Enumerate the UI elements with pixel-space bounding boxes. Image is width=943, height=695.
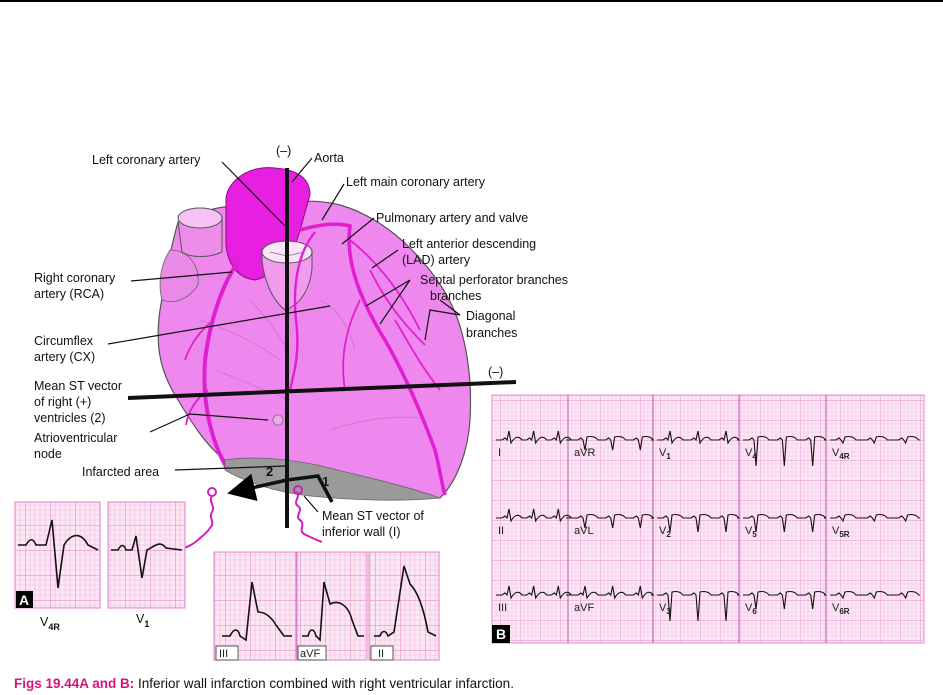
ecg-trace-b-r2c0: [496, 585, 573, 600]
label-mean-st-3: ventricles (2): [34, 411, 106, 425]
st-vector-right: [227, 473, 288, 502]
label-cx-1: Circumflex: [34, 334, 94, 348]
label-diagonal-1: Diagonal: [466, 309, 515, 323]
label-pulmonary: Pulmonary artery and valve: [376, 211, 528, 225]
figure: Left coronary artery (–) Aorta Left main…: [14, 144, 925, 661]
lead-label-b-r0c1: aVR: [574, 447, 595, 459]
label-diagonal-2: branches: [466, 326, 517, 340]
ecg-trace-b-r1c0: [496, 508, 573, 523]
ecg-trace-v4r: [18, 519, 99, 589]
lead-label-b-r2c4: V6R: [832, 602, 850, 616]
ecg-trace-iii: [222, 581, 292, 642]
ecg-trace-b-r1c4: [830, 513, 920, 523]
cx-vessel: [288, 231, 316, 391]
lead-label-b-r1c2: V2: [659, 525, 671, 539]
panel-b-tag: B: [496, 626, 506, 642]
ecg-trace-b-r2c1: [572, 585, 655, 600]
label-rca-1: Right coronary: [34, 271, 116, 285]
lead-label-b-r0c4: V4R: [832, 447, 850, 461]
rca-vessel: [202, 260, 240, 472]
panel-a: A V4R V1 III aVF II: [14, 501, 440, 661]
panel-a-tag-box: [16, 591, 33, 608]
label-lad-1: Left anterior descending: [402, 237, 536, 251]
lead-label-ii: II: [378, 648, 384, 660]
ecg-box-iii: [213, 551, 297, 661]
label-av-2: node: [34, 447, 62, 461]
ecg-trace-b-r0c0: [496, 430, 573, 445]
label-mean-st-1: Mean ST vector: [34, 379, 122, 393]
label-septal-2: branches: [430, 289, 481, 303]
electrode-coil-bottom: [295, 491, 323, 543]
ecg-trace-b-r0c2: [657, 430, 741, 445]
label-inferior-2: inferior wall (I): [322, 525, 401, 539]
ecg-trace-b-r1c2: [657, 513, 741, 533]
label-mean-st-2: of right (+): [34, 395, 91, 409]
lead-label-b-r1c3: V5: [745, 525, 757, 539]
lead-label-b-r1c1: aVL: [574, 525, 594, 537]
label-inferior-1: Mean ST vector of: [322, 509, 424, 523]
label-lad-2: (LAD) artery: [402, 253, 471, 267]
label-av-1: Atrioventricular: [34, 431, 117, 445]
ecg-trace-b-r0c4: [830, 435, 920, 445]
ecg-trace-b-r0c1: [572, 435, 655, 451]
ecg-trace-b-r2c3: [743, 590, 827, 610]
lead-label-b-r1c4: V5R: [832, 525, 850, 539]
anatomy-labels: Left coronary artery (–) Aorta Left main…: [34, 144, 568, 539]
label-vector-2: 2: [266, 464, 273, 479]
top-rule: [0, 0, 943, 2]
label-aorta: Aorta: [314, 151, 344, 165]
label-left-coronary-artery: Left coronary artery: [92, 153, 201, 167]
vector-axes: [127, 168, 517, 528]
ecg-trace-avf: [302, 581, 364, 642]
ecg-trace-b-r1c1: [572, 513, 655, 529]
label-minus-top: (–): [276, 144, 291, 158]
panel-b-dividers: [567, 395, 827, 643]
ecg-trace-b-r2c4: [830, 590, 920, 600]
label-rca-2: artery (RCA): [34, 287, 104, 301]
label-infarcted: Infarcted area: [82, 465, 159, 479]
ecg-box-avf: [296, 551, 368, 661]
lead-label-b-r2c0: III: [498, 602, 507, 614]
caption-text: Inferior wall infarction combined with r…: [134, 676, 514, 691]
lead-label-b-r2c2: V3: [659, 602, 671, 616]
lead-label-b-r2c1: aVF: [574, 602, 594, 614]
label-vector-1: 1: [322, 474, 329, 489]
caption-title: Figs 19.44A and B:: [14, 676, 135, 691]
lead-label-avf: aVF: [300, 648, 320, 660]
lad-vessel: [299, 222, 447, 496]
lead-label-b-r0c2: V1: [659, 447, 671, 461]
diagonal-vessels: [342, 239, 441, 391]
panel-b-traces: [496, 430, 920, 622]
lead-label-v1: V1: [136, 612, 149, 629]
panel-a-tag: A: [19, 592, 29, 608]
leader-lines: [107, 157, 461, 513]
lead-label-b-r2c3: V6: [745, 602, 757, 616]
ecg-trace-b-r1c3: [743, 513, 827, 533]
figure-caption: Figs 19.44A and B: Inferior wall infarct…: [14, 676, 514, 691]
label-septal-1: Septal perforator branches: [420, 273, 568, 287]
st-vector-inferior: [286, 474, 334, 503]
lead-label-v4r: V4R: [40, 615, 60, 632]
panel-b-tag-box: [492, 625, 510, 643]
ecg-trace-v1: [111, 535, 183, 579]
label-left-main: Left main coronary artery: [346, 175, 486, 189]
electrode-coil-left: [183, 495, 215, 549]
ecg-trace-ii: [374, 565, 437, 638]
av-node: [272, 414, 284, 426]
ecg-trace-b-r2c2: [657, 590, 741, 622]
lead-label-b-r0c0: I: [498, 447, 501, 459]
infarcted-area: [224, 457, 441, 501]
lead-label-b-r0c3: V4: [745, 447, 757, 461]
lead-label-b-r1c0: II: [498, 525, 504, 537]
ecg-box-v4r: [14, 501, 101, 609]
horizontal-axis: [127, 380, 517, 400]
label-minus-right: (–): [488, 365, 503, 379]
lead-label-iii: III: [219, 648, 228, 660]
panel-b-grid: [491, 394, 925, 644]
label-cx-2: artery (CX): [34, 350, 95, 364]
ecg-trace-b-r0c3: [743, 435, 827, 467]
